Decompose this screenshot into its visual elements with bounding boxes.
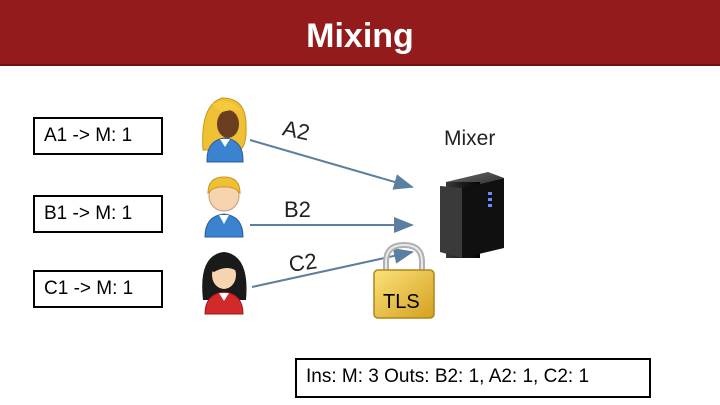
person-c-icon (202, 252, 247, 315)
slide-title: Mixing (306, 17, 414, 55)
edge-label-b: B2 (284, 197, 311, 222)
mixer-label: Mixer (444, 127, 496, 150)
person-b-icon (204, 176, 244, 238)
edge-label-a: A2 (280, 115, 313, 146)
message-box-a: A1 -> M: 1 (33, 117, 163, 155)
server-icon (440, 172, 504, 258)
lock-icon (373, 241, 435, 319)
edge-label-c: C2 (287, 248, 319, 277)
title-bar: Mixing (0, 0, 720, 66)
message-box-b: B1 -> M: 1 (33, 195, 163, 233)
result-box: Ins: M: 3 Outs: B2: 1, A2: 1, C2: 1 (295, 358, 651, 398)
arrow-a (249, 139, 414, 190)
lock-label: TLS (383, 291, 420, 313)
person-a-icon (202, 97, 247, 163)
message-box-c: C1 -> M: 1 (33, 270, 163, 308)
